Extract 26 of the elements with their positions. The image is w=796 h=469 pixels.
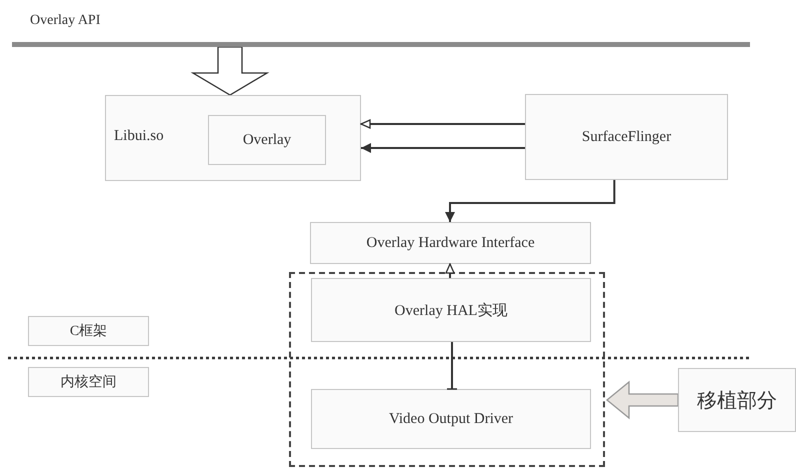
box-label: Libui.so — [114, 128, 164, 145]
block-arrow — [190, 46, 270, 96]
box-label: SurfaceFlinger — [582, 128, 672, 146]
block-arrow — [606, 380, 679, 420]
arrow — [360, 119, 525, 129]
interface-box — [310, 222, 591, 264]
module-box — [311, 278, 591, 342]
module-box — [105, 95, 361, 181]
box-label: Video Output Driver — [388, 410, 514, 428]
arrow — [445, 180, 616, 222]
layer-label-box — [28, 367, 149, 397]
porting-label-box — [678, 368, 796, 432]
box-label: Overlay Hardware Interface — [366, 234, 535, 252]
module-box — [208, 115, 326, 165]
box-label: Overlay — [242, 132, 292, 148]
box-label: 移植部分 — [697, 388, 777, 414]
module-box — [525, 94, 728, 180]
box-label: C框架 — [70, 322, 108, 340]
api-title: Overlay API — [30, 13, 100, 29]
porting-region — [289, 272, 605, 467]
layer-label-box — [28, 316, 149, 346]
box-label: 内核空间 — [60, 373, 116, 391]
module-box — [311, 389, 591, 449]
arrow — [445, 263, 455, 278]
box-label: Overlay HAL实现 — [394, 302, 508, 320]
arrow — [361, 143, 525, 153]
